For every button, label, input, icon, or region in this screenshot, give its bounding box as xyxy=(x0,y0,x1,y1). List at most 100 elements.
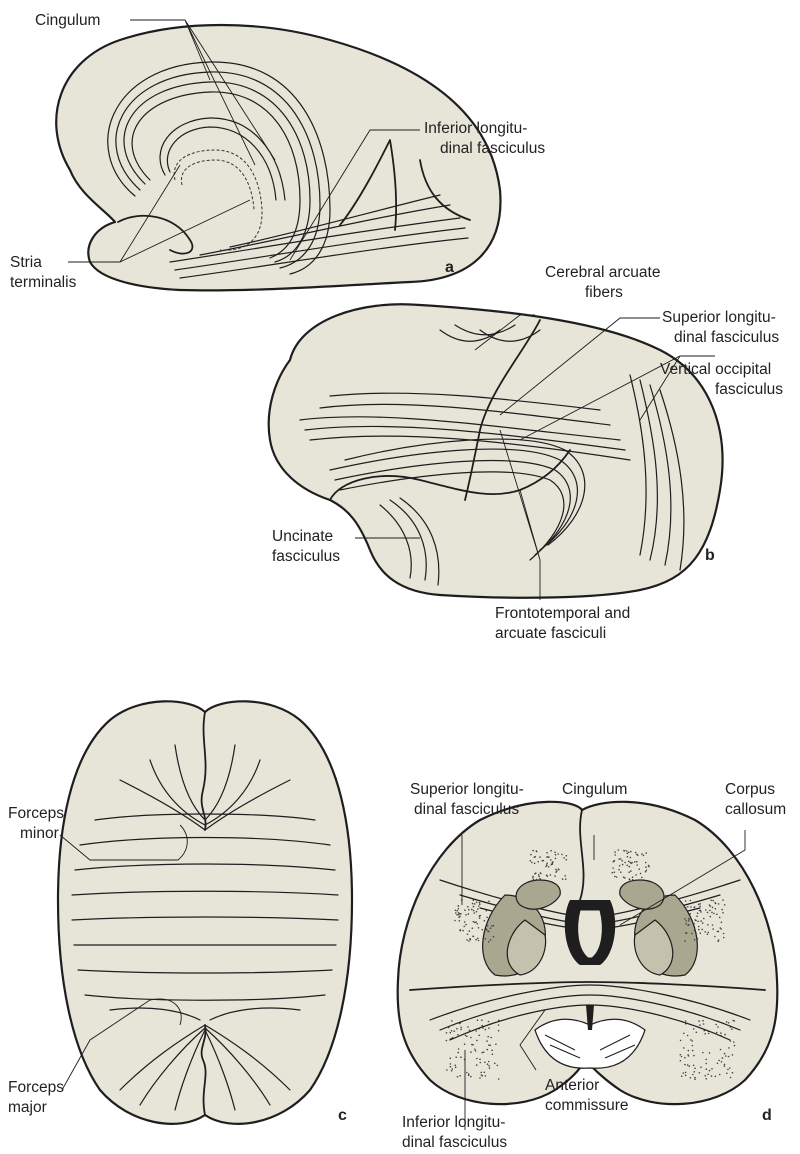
stipple-dot xyxy=(481,1019,483,1021)
stipple-dot xyxy=(711,1075,713,1077)
stipple-dot xyxy=(703,1023,705,1025)
stipple-dot xyxy=(622,864,624,866)
stipple-dot xyxy=(538,876,540,878)
stipple-dot xyxy=(493,925,495,927)
stipple-dot xyxy=(614,876,616,878)
stipple-dot xyxy=(640,873,642,875)
stipple-dot xyxy=(624,862,626,864)
stipple-dot xyxy=(472,903,474,905)
stipple-dot xyxy=(488,931,490,933)
stipple-dot xyxy=(457,910,459,912)
stipple-dot xyxy=(613,861,615,863)
stipple-dot xyxy=(635,852,637,854)
stipple-dot xyxy=(684,940,686,942)
stipple-dot xyxy=(698,904,700,906)
stipple-dot xyxy=(641,877,643,879)
stipple-dot xyxy=(477,1019,479,1021)
stipple-dot xyxy=(709,1070,711,1072)
stipple-dot xyxy=(545,866,547,868)
stipple-dot xyxy=(474,922,476,924)
stipple-dot xyxy=(685,907,687,909)
stipple-dot xyxy=(699,1024,701,1026)
stipple-dot xyxy=(488,1044,490,1046)
label-vof-2: fasciculus xyxy=(715,381,783,398)
stipple-dot xyxy=(700,911,702,913)
label-caf-1: Cerebral arcuate xyxy=(545,264,660,281)
stipple-dot xyxy=(708,932,710,934)
stipple-dot xyxy=(487,1063,489,1065)
stipple-dot xyxy=(452,1068,454,1070)
stipple-dot xyxy=(458,908,460,910)
label-stria-2: terminalis xyxy=(10,274,77,291)
stipple-dot xyxy=(694,1071,696,1073)
stipple-dot xyxy=(688,1050,690,1052)
stipple-dot xyxy=(468,909,470,911)
stipple-dot xyxy=(471,909,473,911)
stipple-dot xyxy=(478,940,480,942)
stipple-dot xyxy=(455,910,457,912)
stipple-dot xyxy=(688,1055,690,1057)
stipple-dot xyxy=(564,875,566,877)
stipple-dot xyxy=(694,1068,696,1070)
stipple-dot xyxy=(729,1067,731,1069)
stipple-dot xyxy=(698,1020,700,1022)
stipple-dot xyxy=(724,1034,726,1036)
stipple-dot xyxy=(468,940,470,942)
stipple-dot xyxy=(707,912,709,914)
stipple-dot xyxy=(563,857,565,859)
label-ilf-a-1: Inferior longitu- xyxy=(424,120,527,137)
stipple-dot xyxy=(546,864,548,866)
panel-c-letter: c xyxy=(338,1107,347,1124)
stipple-dot xyxy=(460,913,462,915)
stipple-dot xyxy=(469,938,471,940)
stipple-dot xyxy=(696,1032,698,1034)
panel-b-letter: b xyxy=(705,547,715,564)
label-slf-b-1: Superior longitu- xyxy=(662,309,776,326)
stipple-dot xyxy=(700,1066,702,1068)
stipple-dot xyxy=(479,1077,481,1079)
stipple-dot xyxy=(446,1032,448,1034)
stipple-dot xyxy=(696,915,698,917)
stipple-dot xyxy=(487,1036,489,1038)
stipple-dot xyxy=(490,1045,492,1047)
stipple-dot xyxy=(480,1072,482,1074)
stipple-dot xyxy=(485,928,487,930)
stipple-dot xyxy=(470,1037,472,1039)
stipple-dot xyxy=(451,1070,453,1072)
stipple-dot xyxy=(687,925,689,927)
stipple-dot xyxy=(734,1020,736,1022)
stipple-dot xyxy=(456,914,458,916)
stipple-dot xyxy=(681,1075,683,1077)
stipple-dot xyxy=(566,859,568,861)
stipple-dot xyxy=(637,854,639,856)
stipple-dot xyxy=(477,938,479,940)
stipple-dot xyxy=(630,870,632,872)
stipple-dot xyxy=(645,871,647,873)
stipple-dot xyxy=(468,913,470,915)
stipple-dot xyxy=(536,879,538,881)
stipple-dot xyxy=(478,1035,480,1037)
stipple-dot xyxy=(614,854,616,856)
stipple-dot xyxy=(486,910,488,912)
stipple-dot xyxy=(693,1065,695,1067)
stipple-dot xyxy=(733,1041,735,1043)
label-fta-2: arcuate fasciculi xyxy=(495,625,606,642)
stipple-dot xyxy=(546,862,548,864)
stipple-dot xyxy=(702,1052,704,1054)
label-caf-2: fibers xyxy=(585,284,623,301)
stipple-dot xyxy=(614,871,616,873)
stipple-dot xyxy=(717,1063,719,1065)
label-slf-d-1: Superior longitu- xyxy=(410,781,524,798)
stipple-dot xyxy=(464,909,466,911)
stipple-dot xyxy=(457,1076,459,1078)
stipple-dot xyxy=(463,926,465,928)
stipple-dot xyxy=(697,912,699,914)
stipple-dot xyxy=(479,1059,481,1061)
stipple-dot xyxy=(621,860,623,862)
stipple-dot xyxy=(705,1075,707,1077)
stipple-dot xyxy=(533,879,535,881)
stipple-dot xyxy=(486,1040,488,1042)
stipple-dot xyxy=(712,900,714,902)
stipple-dot xyxy=(547,875,549,877)
stipple-dot xyxy=(492,1053,494,1055)
